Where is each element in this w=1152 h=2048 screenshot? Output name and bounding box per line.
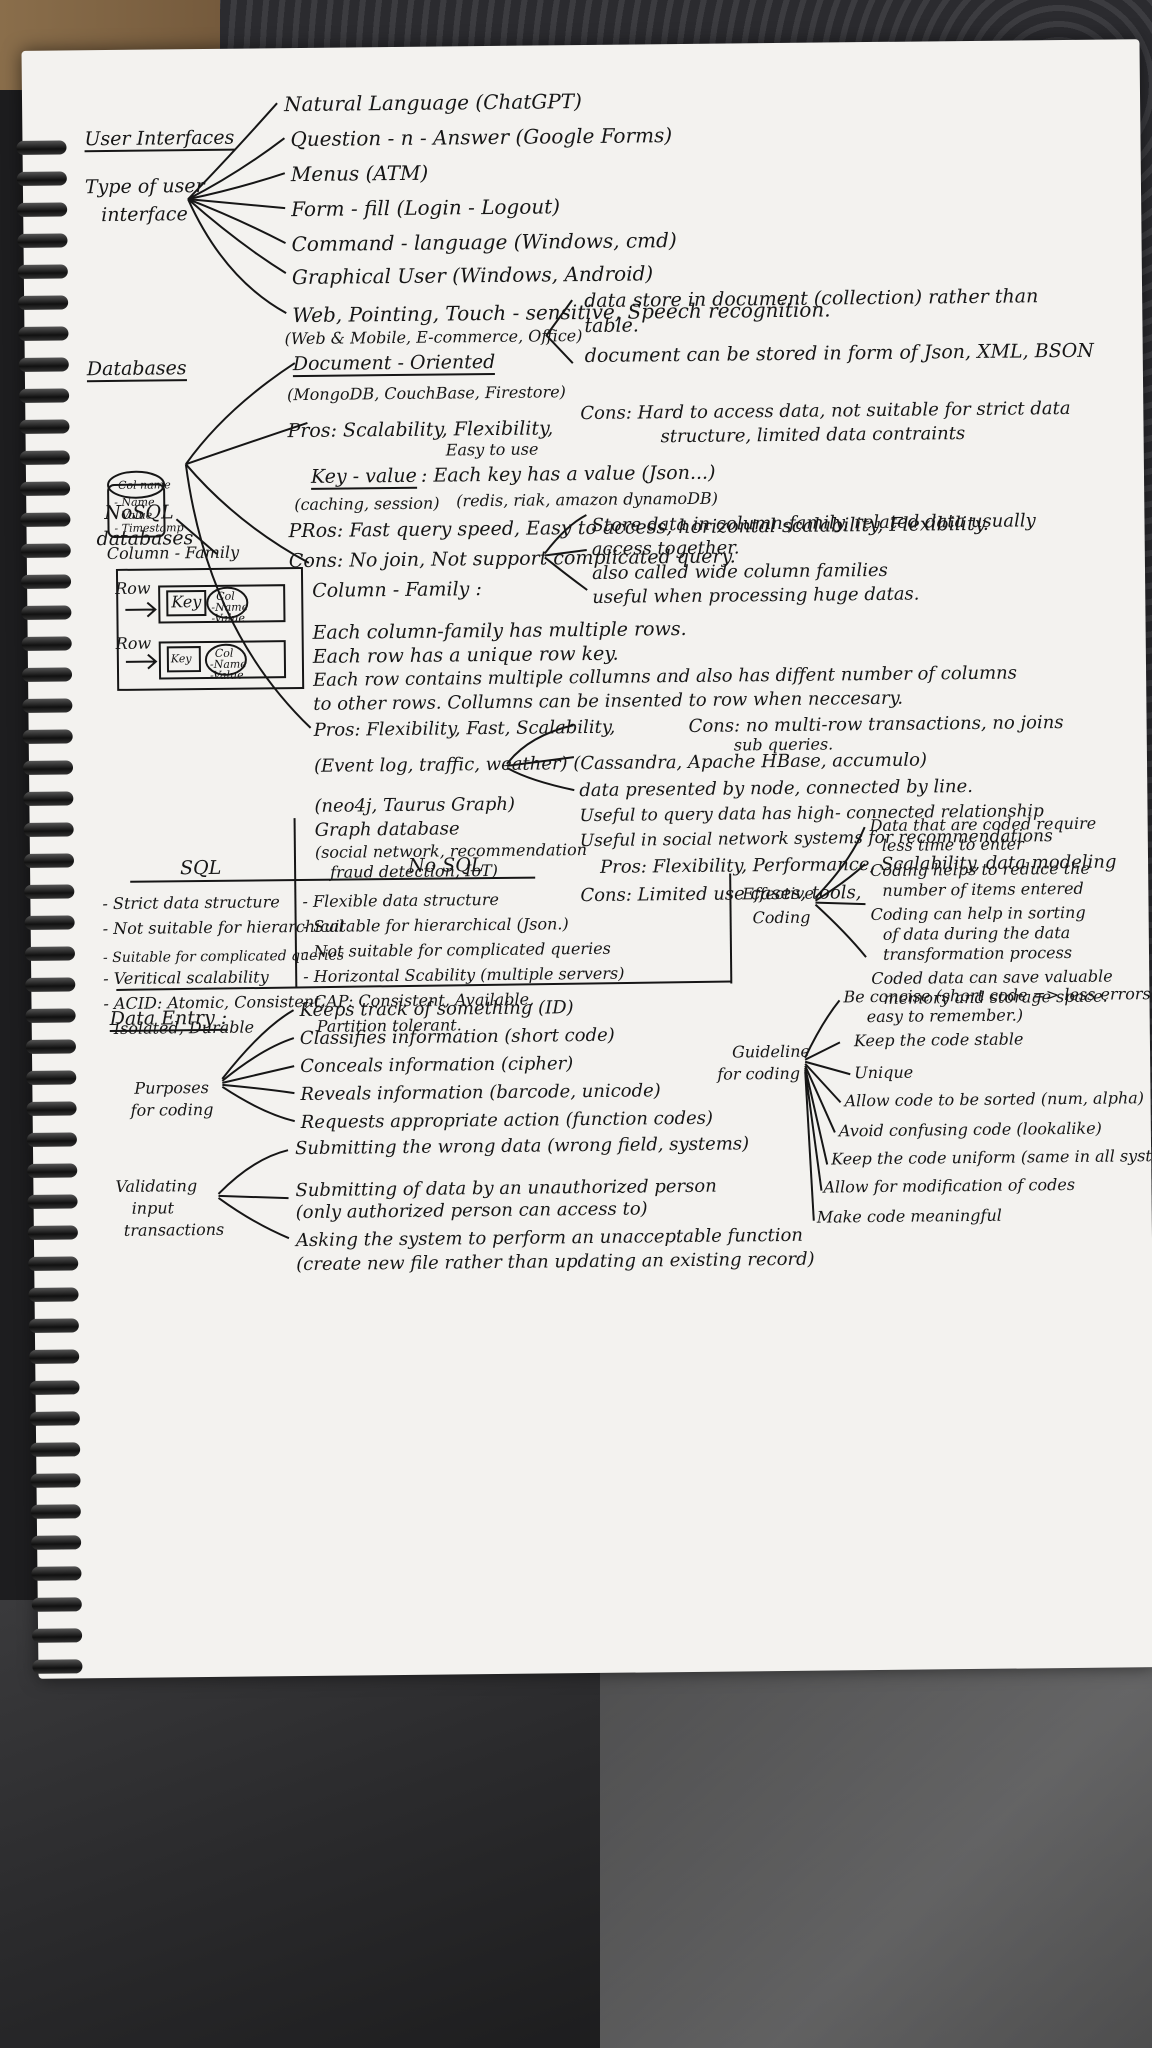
column-family-diagram-label: Column - Family xyxy=(106,542,240,564)
cf-para: Each column-family has multiple rows. xyxy=(312,617,687,644)
nosql-item: - Not suitable for complicated queries xyxy=(302,938,611,961)
validating-item: Asking the system to perform an unaccept… xyxy=(295,1224,804,1252)
effective-coding-item: number of items entered xyxy=(882,878,1084,900)
row-label: Row xyxy=(115,633,152,653)
guideline-item: Avoid confusing code (lookalike) xyxy=(838,1118,1102,1141)
effective-coding-label: Coding xyxy=(752,907,811,928)
purpose-item: Keeps track of something (ID) xyxy=(299,997,574,1022)
cell-label: -Value xyxy=(211,611,246,625)
cf-cons: Cons: no multi-row transactions, no join… xyxy=(688,712,1064,737)
sql-item: - Strict data structure xyxy=(102,892,280,914)
graph-examples: (neo4j, Taurus Graph) xyxy=(314,793,516,817)
ui-item: Command - language (Windows, cmd) xyxy=(291,228,677,257)
validating-label: input xyxy=(131,1198,175,1218)
doc-cons: Cons: Hard to access data, not suitable … xyxy=(580,397,1071,425)
validating-item: Submitting the wrong data (wrong field, … xyxy=(294,1133,750,1160)
cf-examples: (Event log, traffic, weather) (Cassandra… xyxy=(313,749,928,777)
kv-desc: : Each key has a value (Json...) xyxy=(420,461,716,487)
doc-title: Document - Oriented xyxy=(292,350,496,378)
cf-pros: Pros: Flexibility, Fast, Scalability, xyxy=(313,716,616,741)
key-label: Key xyxy=(171,592,202,612)
guideline-item: Keep the code stable xyxy=(853,1029,1024,1051)
purposes-label: Purposes xyxy=(134,1077,209,1098)
purpose-item: Reveals information (barcode, unicode) xyxy=(300,1080,661,1106)
guideline-item: easy to remember.) xyxy=(866,1005,1024,1027)
heading-databases: Databases xyxy=(86,357,187,383)
cf-para: to other rows. Collumns can be insented … xyxy=(313,687,904,715)
effective-coding-item: less time to enter xyxy=(881,834,1024,855)
graph-cons: Cons: Limited use cases, tools, xyxy=(580,882,862,907)
purpose-item: Classifies information (short code) xyxy=(299,1024,615,1050)
purposes-label: for coding xyxy=(130,1099,214,1120)
effective-coding-label: Effective xyxy=(742,883,814,904)
nosql-item: - Horizontal Scability (multiple servers… xyxy=(303,963,625,986)
doc-desc: table. xyxy=(584,314,640,338)
floor-tile xyxy=(600,1650,1152,2048)
colname-item: - Value xyxy=(114,508,153,522)
doc-desc: document can be stored in form of Json, … xyxy=(584,339,1094,368)
cf-desc: also called wide column families xyxy=(591,559,888,584)
cell-label: -Value xyxy=(209,668,244,682)
purpose-item: Conceals information (cipher) xyxy=(300,1053,574,1078)
doc-desc: data store in document (collection) rath… xyxy=(584,285,1039,313)
cf-desc: useful when processing huge datas. xyxy=(592,583,920,608)
guideline-label: Guideline xyxy=(731,1041,811,1062)
cf-para: Each row contains multiple collumns and … xyxy=(313,662,1018,691)
validating-item: Submitting of data by an unauthorized pe… xyxy=(295,1175,717,1202)
key-label: Key xyxy=(170,652,192,666)
cf-desc: Store data in column-family, related dat… xyxy=(591,510,1036,536)
ui-item: Graphical User (Windows, Android) xyxy=(291,261,654,290)
guideline-label: for coding xyxy=(717,1063,801,1084)
validating-label: transactions xyxy=(123,1219,225,1240)
cf-para: Each row has a unique row key. xyxy=(312,642,619,668)
nosql-item: - Flexible data structure xyxy=(302,889,500,912)
ui-item: Form - fill (Login - Logout) xyxy=(291,194,561,222)
doc-use-cases: (Web & Mobile, E-commerce, Office) xyxy=(284,326,583,349)
notebook-page: User Interfaces Type of user interface N… xyxy=(16,39,1152,1679)
graph-title: Graph database xyxy=(314,818,460,841)
nosql-item: - Suitable for hierarchical (Json.) xyxy=(302,914,569,937)
colname-item: - Name xyxy=(114,495,155,509)
cf-desc: access together. xyxy=(591,537,740,560)
graph-desc: data presented by node, connected by lin… xyxy=(579,775,974,802)
effective-coding-item: Data that are coded require xyxy=(869,813,1097,836)
label-interface: interface xyxy=(101,203,188,227)
validating-item: (only authorized person can access to) xyxy=(295,1198,648,1224)
ui-item: Question - n - Answer (Google Forms) xyxy=(290,123,673,152)
doc-cons: structure, limited data contraints xyxy=(660,423,966,448)
guideline-item: Make code meaningful xyxy=(816,1205,1002,1227)
doc-examples: (MongoDB, CouchBase, Firestore) xyxy=(287,382,566,405)
label-type-of-ui: Type of user xyxy=(84,174,205,199)
purpose-item: Requests appropriate action (function co… xyxy=(300,1107,714,1134)
row-label: Row xyxy=(115,578,151,598)
effective-coding-item: Coding can help in sorting xyxy=(870,902,1086,925)
connector-lines xyxy=(107,102,867,1240)
effective-coding-item: Coding helps to reduce the xyxy=(870,858,1091,881)
doc-pros: Pros: Scalability, Flexibility, xyxy=(287,417,554,443)
sql-item: - Veritical scalability xyxy=(103,967,269,989)
guideline-item: Allow for modification of codes xyxy=(823,1174,1076,1197)
colname-item: - Timestamp xyxy=(114,521,184,535)
kv-title: Key - value xyxy=(310,464,417,490)
guideline-item: Allow code to be sorted (num, alpha) xyxy=(844,1088,1145,1111)
validating-item: (create new file rather than updating an… xyxy=(296,1248,815,1276)
guideline-item: Be concise (short code => less errors xyxy=(843,984,1151,1007)
cf-title: Column - Family : xyxy=(312,578,482,602)
colname-title: Col name xyxy=(117,478,171,492)
kv-examples: (redis, riak, amazon dynamoDB) xyxy=(456,488,719,511)
validating-label: Validating xyxy=(115,1176,198,1196)
effective-coding-item: of data during the data xyxy=(882,922,1071,944)
heading-data-entry: Data Entry : xyxy=(109,1006,228,1033)
ui-item: Natural Language (ChatGPT) xyxy=(283,89,582,117)
guideline-item: Unique xyxy=(854,1062,914,1083)
doc-pros: Easy to use xyxy=(445,439,539,460)
effective-coding-item: transformation process xyxy=(882,942,1073,964)
guideline-item: Keep the code uniform (same in all syste… xyxy=(831,1145,1152,1169)
nosql-header: No SQL xyxy=(407,854,484,877)
heading-user-interfaces: User Interfaces xyxy=(84,126,235,153)
ui-item: Menus (ATM) xyxy=(290,160,429,187)
kv-uses: (caching, session) xyxy=(294,493,440,515)
sql-header: SQL xyxy=(179,856,222,880)
